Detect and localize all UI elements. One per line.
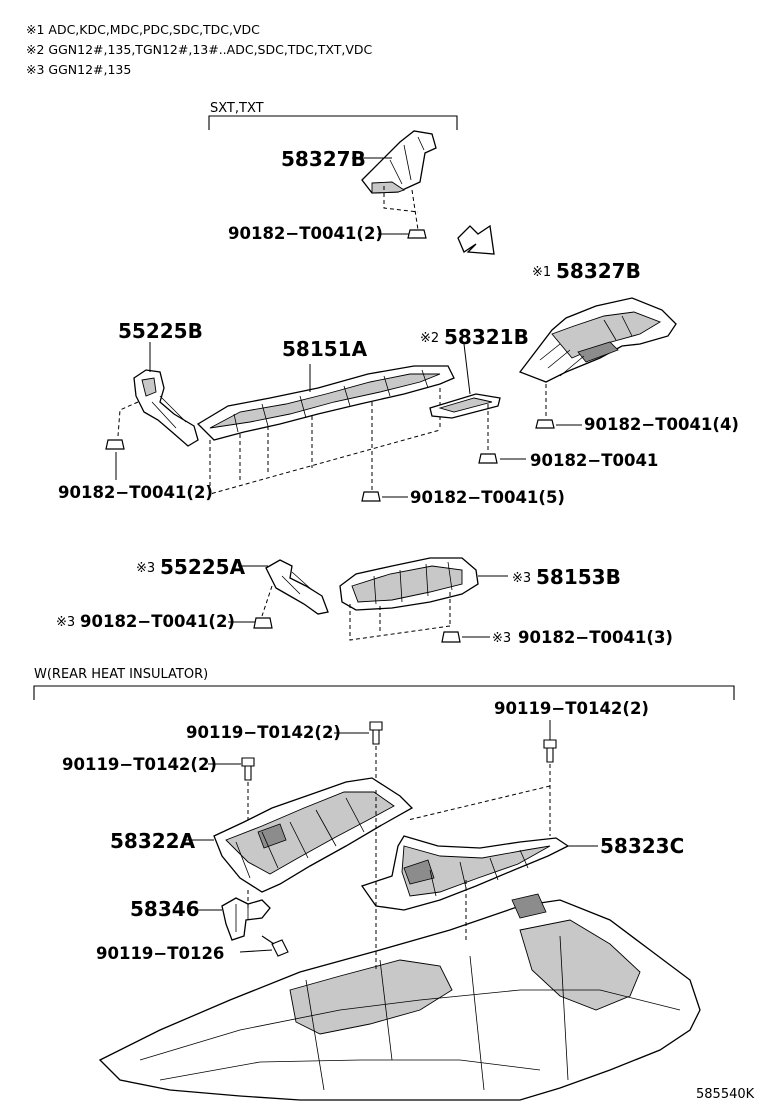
figure-id: 585540K: [696, 1087, 755, 1102]
vehicle-frame: [98, 790, 701, 1101]
label-58323C: 58323C: [600, 834, 684, 858]
label-55225B: 55225B: [118, 319, 203, 343]
label-90182-T0041-2-mid: 90182−T0041(2): [80, 612, 235, 631]
part-58323C: 58323C: [360, 834, 684, 911]
part-58346: 58346: [130, 897, 271, 941]
nut-90182-5: 90182−T0041(5): [361, 488, 565, 507]
group-rear-heat-insulator: W(REAR HEAT INSULATOR): [33, 667, 735, 700]
nut-90182-3: ※3 90182−T0041(3): [441, 628, 673, 647]
label-58322A: 58322A: [110, 829, 196, 853]
group-bracket-top: [208, 115, 458, 130]
part-55225B: 55225B: [117, 319, 203, 447]
nut-90182-top: 90182−T0041(2): [228, 224, 427, 243]
nut-90182-2-left: 90182−T0041(2): [58, 439, 213, 502]
note-1: ※1 ADC,KDC,MDC,PDC,SDC,TDC,VDC: [26, 22, 260, 37]
label-58321B: 58321B: [444, 325, 529, 349]
nut-90182-single: 90182−T0041: [478, 451, 658, 470]
group-bracket-rear: [33, 685, 735, 700]
group-sxt-txt: SXT,TXT: [208, 101, 458, 130]
label-90119-T0126: 90119−T0126: [96, 944, 224, 963]
part-58327B-right: ※1 58327B: [518, 259, 677, 416]
nut-90182-2-mid: ※3 90182−T0041(2): [56, 612, 273, 631]
label-58151A: 58151A: [282, 337, 368, 361]
mark-2-58321B: ※2: [420, 331, 439, 346]
mark-3-90182-3: ※3: [492, 631, 511, 646]
label-90182-T0041-2-top: 90182−T0041(2): [228, 224, 383, 243]
nut-90182-4: 90182−T0041(4): [535, 415, 739, 434]
label-90182-T0041-single: 90182−T0041: [530, 451, 658, 470]
bolt-90119-T0142-a: 90119−T0142(2): [186, 721, 383, 790]
part-58327B-top: 58327B: [281, 130, 437, 231]
mark-3-90182-2: ※3: [56, 615, 75, 630]
group-label-sxt-txt: SXT,TXT: [210, 101, 264, 116]
label-58346: 58346: [130, 897, 200, 921]
group-label-rear: W(REAR HEAT INSULATOR): [34, 667, 208, 682]
direction-arrow: [457, 224, 495, 255]
label-58327B-top: 58327B: [281, 147, 366, 171]
mark-3-58153B: ※3: [512, 571, 531, 586]
part-58151A: 58151A: [196, 337, 455, 495]
label-55225A: 55225A: [160, 555, 246, 579]
bolt-90119-T0126: 90119−T0126: [96, 935, 289, 963]
mark-1-58327B: ※1: [532, 265, 551, 280]
label-90182-T0041-4: 90182−T0041(4): [584, 415, 739, 434]
label-90182-T0041-3: 90182−T0041(3): [518, 628, 673, 647]
part-58321B: ※2 58321B: [420, 325, 529, 452]
label-90119-T0142-2-b: 90119−T0142(2): [62, 755, 217, 774]
part-58322A: 58322A: [110, 777, 414, 893]
label-90119-T0142-2-c: 90119−T0142(2): [494, 699, 649, 718]
part-58153B: ※3 58153B: [339, 557, 621, 641]
label-90182-T0041-5: 90182−T0041(5): [410, 488, 565, 507]
note-2: ※2 GGN12#,135,TGN12#,13#..ADC,SDC,TDC,TX…: [26, 42, 373, 57]
label-90119-T0142-2-a: 90119−T0142(2): [186, 723, 341, 742]
label-90182-T0041-2-left: 90182−T0041(2): [58, 483, 213, 502]
bolt-90119-T0142-b: 90119−T0142(2): [407, 699, 649, 836]
part-55225A: ※3 55225A: [136, 555, 329, 617]
note-3: ※3 GGN12#,135: [26, 62, 132, 77]
label-58153B: 58153B: [536, 565, 621, 589]
bolt-90119-T0142-c: 90119−T0142(2): [62, 755, 255, 832]
label-58327B-right: 58327B: [556, 259, 641, 283]
mark-3-55225A: ※3: [136, 561, 155, 576]
